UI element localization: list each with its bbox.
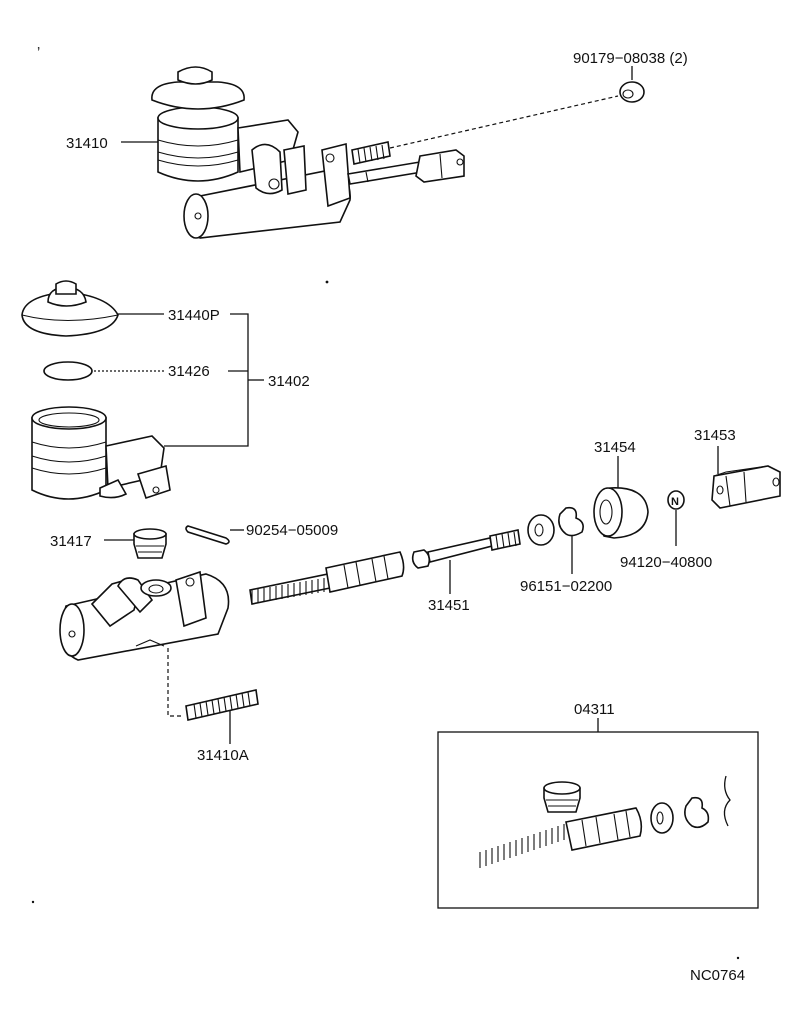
nut-part [619,81,645,103]
repair-kit-box [437,718,759,909]
clevis-part [711,465,781,509]
label-31417: 31417 [50,533,92,550]
drawing-code: NC0764 [690,967,745,984]
label-31451: 31451 [428,597,470,614]
label-90179-08038: 90179−08038 (2) [573,50,688,67]
label-31402: 31402 [268,373,310,390]
gasket-ring-part [43,361,93,381]
label-31426: 31426 [168,363,210,380]
push-rod-part [411,529,521,569]
stud-bolt-part [185,689,259,721]
svg-text:ʼ: ʼ [37,45,40,62]
union-grommet-part [133,528,167,559]
label-31410: 31410 [66,135,108,152]
reservoir-cap-part [21,280,119,337]
washer-part [527,514,555,546]
snap-ring-part [558,506,584,537]
spring-piston-part [249,551,405,605]
cylinder-body-part [59,570,230,661]
reservoir-part [31,406,171,500]
pin-part [185,525,230,545]
label-31454: 31454 [594,439,636,456]
label-94120-40800: 94120−40800 [620,554,712,571]
master-cylinder-assembly [151,66,465,239]
label-31440p: 31440P [168,307,220,324]
nut-marker: N [671,496,679,508]
label-31410a: 31410A [197,747,249,764]
label-90254-05009: 90254−05009 [246,522,338,539]
boot-part [593,487,649,539]
label-04311: 04311 [574,701,615,718]
hex-nut-part: N [667,490,685,510]
label-96151-02200: 96151−02200 [520,578,612,595]
label-31453: 31453 [694,427,736,444]
